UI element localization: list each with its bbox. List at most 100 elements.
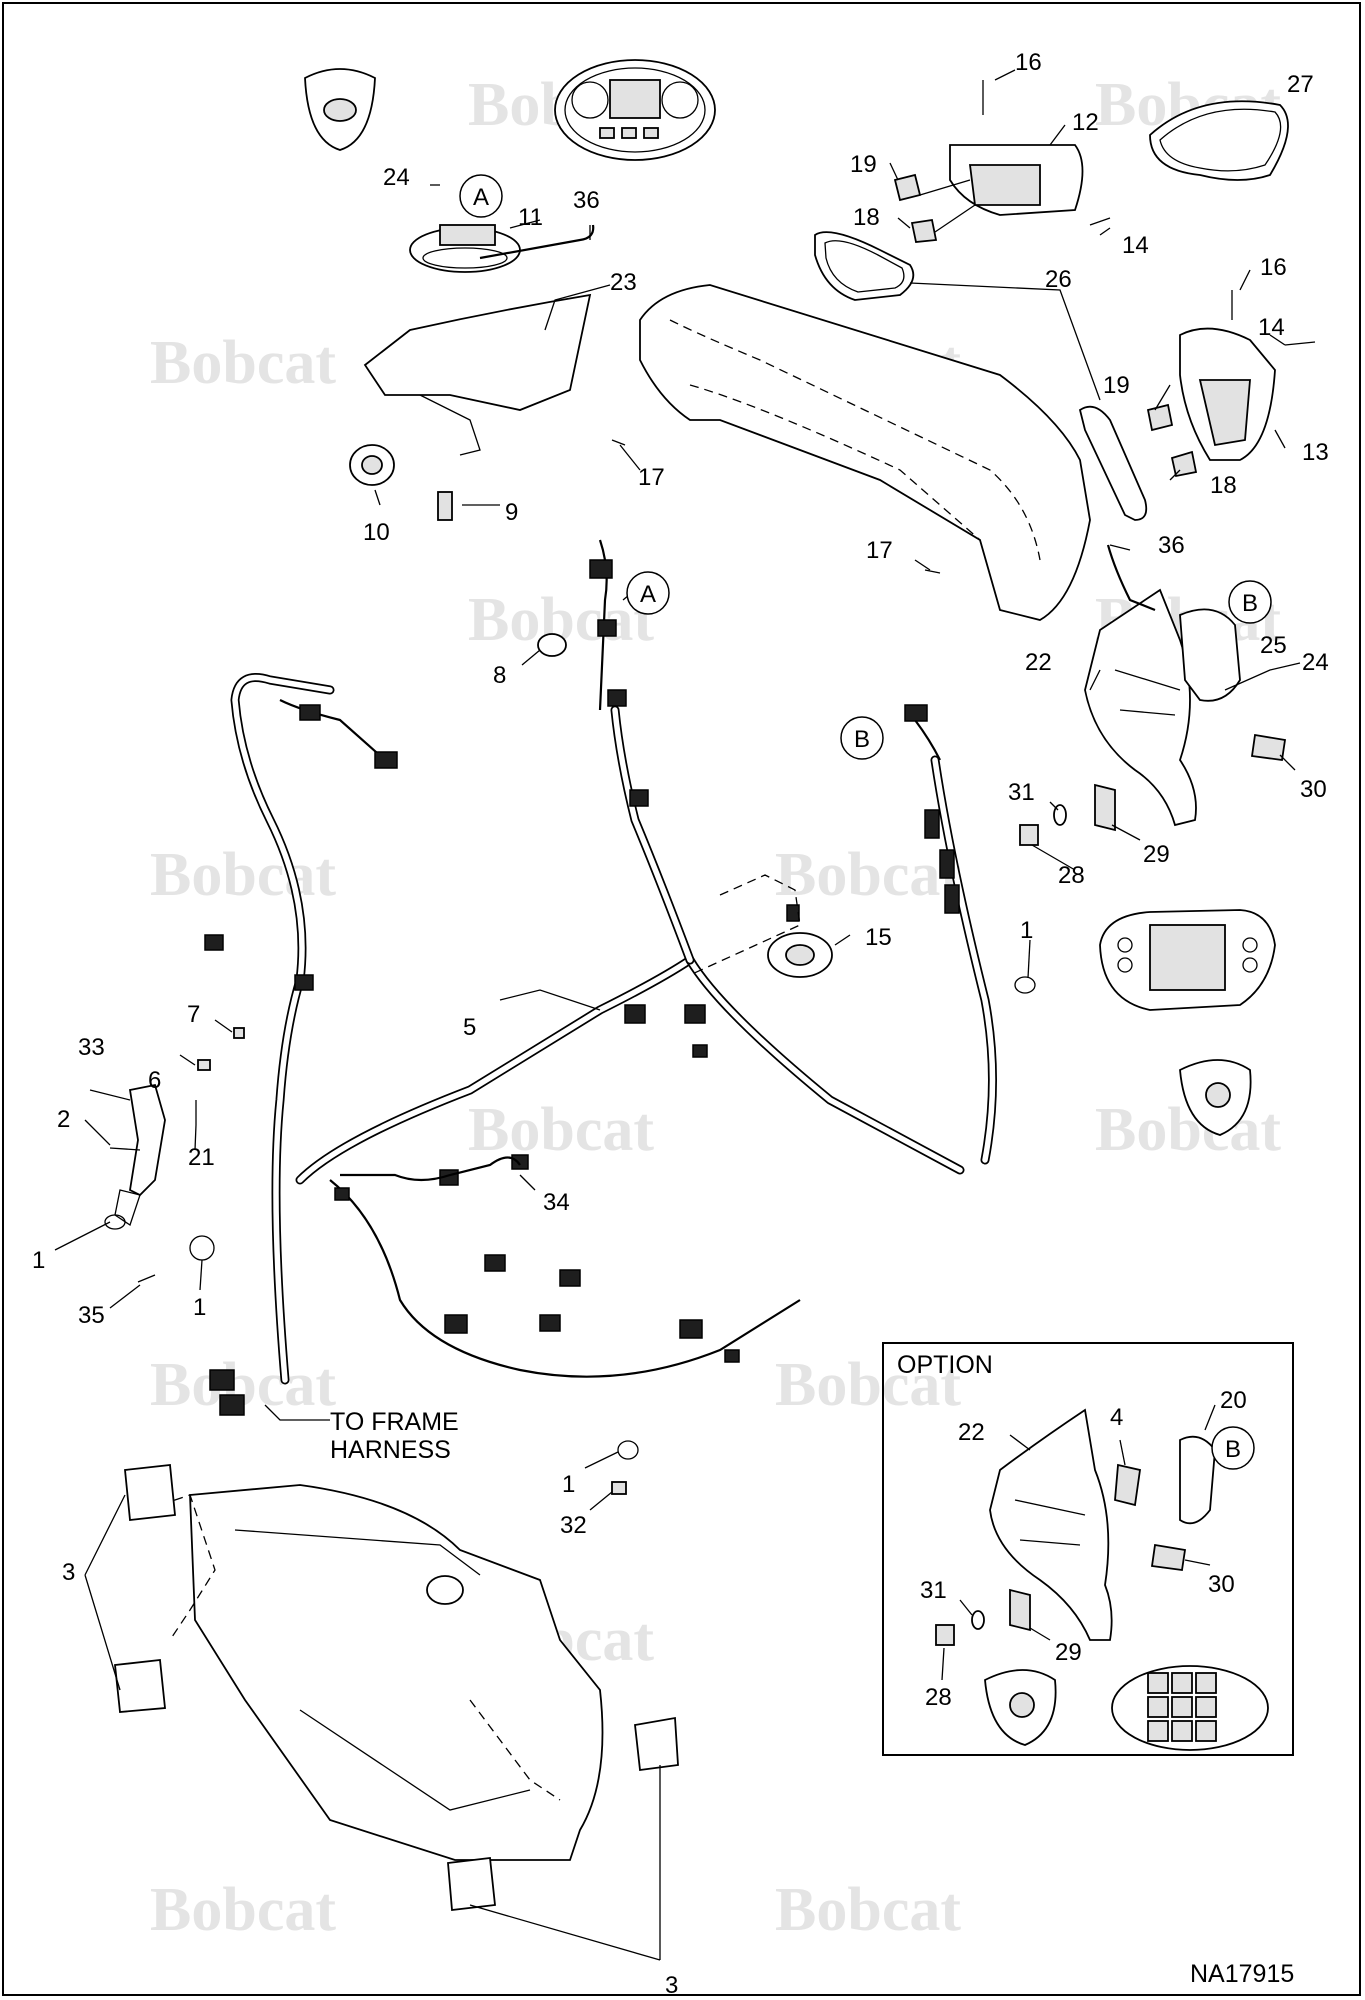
- reference-b-option: B: [1211, 1426, 1255, 1470]
- callout-27: 27: [1287, 71, 1314, 98]
- reference-b-harness: B: [840, 716, 884, 760]
- callout-1: 1: [562, 1471, 575, 1498]
- instrument-panel-part: [554, 59, 716, 161]
- part-35-fastener: [137, 1274, 156, 1283]
- screw-14-upper: [1089, 217, 1111, 226]
- part-34-wire: [340, 1156, 521, 1182]
- callout-29: 29: [1055, 1639, 1082, 1666]
- reference-a-lower: A: [626, 571, 670, 615]
- reference-letter: A: [640, 581, 656, 608]
- option-part-30-switch: [1150, 1543, 1187, 1572]
- reference-b-right: B: [1228, 580, 1272, 624]
- option-part-31-washer: [971, 1610, 985, 1630]
- callout-18: 18: [1210, 472, 1237, 499]
- callout-5: 5: [463, 1014, 476, 1041]
- callout-9: 9: [505, 499, 518, 526]
- leader-26: [909, 282, 1101, 401]
- part-19-plug-upper: [893, 173, 922, 202]
- callout-1: 1: [32, 1247, 45, 1274]
- callout-20: 20: [1220, 1387, 1247, 1414]
- frame-structure: [159, 1484, 604, 1861]
- part-19-plug-lower: [1146, 403, 1174, 432]
- callout-12: 12: [1072, 109, 1099, 136]
- reference-letter: B: [1225, 1436, 1241, 1463]
- leader-3-right: [469, 1765, 661, 1961]
- part-10-knob: [349, 444, 395, 486]
- callout-14: 14: [1122, 232, 1149, 259]
- part-6-nut: [197, 1059, 211, 1071]
- drawing-number: NA17915: [1190, 1960, 1294, 1988]
- reference-markers: A A B B B: [459, 174, 1272, 1470]
- key-switch-part-upper: [1179, 1059, 1252, 1136]
- part-26-gasket: [814, 231, 1148, 521]
- callout-24: 24: [1302, 649, 1329, 676]
- screw-17-left: [611, 439, 626, 446]
- callout-11: 11: [518, 204, 543, 231]
- callout-18: 18: [853, 204, 880, 231]
- callout-29: 29: [1143, 841, 1170, 868]
- callout-7: 7: [187, 1001, 200, 1028]
- screw-14-lower: [1284, 341, 1316, 346]
- callout-34: 34: [543, 1189, 570, 1216]
- callout-13: 13: [1302, 439, 1329, 466]
- option-part-4-cover: [1114, 1463, 1142, 1507]
- harness-left-branch: [279, 699, 386, 761]
- reference-letter: B: [854, 726, 870, 753]
- watermark-text: Bobcat: [150, 841, 336, 909]
- leader-19-18: [919, 179, 976, 233]
- harness-connectors: [204, 559, 960, 1416]
- part-5-main-harness: [230, 673, 997, 1385]
- callout-28: 28: [1058, 862, 1085, 889]
- option-part-20-cover: [1179, 1435, 1216, 1525]
- callout-21: 21: [188, 1144, 215, 1171]
- part-8-grommet: [537, 633, 567, 657]
- to-frame-harness-label: TO FRAME: [330, 1408, 459, 1436]
- callout-19: 19: [1103, 372, 1130, 399]
- callout-28: 28: [925, 1684, 952, 1711]
- callout-23: 23: [610, 269, 637, 296]
- option-part-22-bracket: [989, 1408, 1113, 1641]
- callout-2: 2: [57, 1106, 70, 1133]
- part-30-switch: [1250, 733, 1287, 762]
- callout-35: 35: [78, 1302, 105, 1329]
- callout-24: 24: [383, 164, 410, 191]
- reference-letter: A: [473, 184, 489, 211]
- part-32-fastener: [611, 1481, 627, 1495]
- part-18-plug-upper: [910, 218, 938, 243]
- callout-16: 16: [1260, 254, 1287, 281]
- to-frame-harness-label: HARNESS: [330, 1436, 451, 1464]
- part-31-washer: [1053, 804, 1067, 826]
- bezel-ring-part: [304, 68, 376, 151]
- option-part-29-clip: [1009, 1588, 1031, 1632]
- callout-labels: 24 11 36 23 9 10 16 27 12 19 18 14 26 16…: [32, 49, 1329, 1999]
- part-29-clip: [1094, 783, 1116, 832]
- callout-17: 17: [638, 464, 665, 491]
- horn-dash-outline: [689, 874, 801, 976]
- callout-30: 30: [1208, 1571, 1235, 1598]
- part-15-horn: [767, 904, 833, 978]
- watermark-text: Bobcat: [150, 1876, 336, 1944]
- callout-14: 14: [1258, 314, 1285, 341]
- option-part-28-cap: [935, 1624, 955, 1646]
- watermark-row-6: Bobcat Bobcat: [150, 1351, 961, 1419]
- dash-panel-part: [639, 284, 1091, 621]
- callout-31: 31: [920, 1577, 947, 1604]
- callout-26: 26: [1045, 266, 1072, 293]
- watermark-row-4: Bobcat Bobcat: [150, 841, 961, 909]
- callout-36: 36: [1158, 532, 1185, 559]
- callout-32: 32: [560, 1512, 587, 1539]
- watermark-text: Bobcat: [775, 841, 961, 909]
- callout-3: 3: [665, 1972, 678, 1999]
- part-22-bracket: [1084, 588, 1197, 827]
- part-7-nut: [233, 1027, 245, 1039]
- part-13-module: [1179, 327, 1276, 461]
- watermark-row-5: Bobcat Bobcat: [468, 1096, 1281, 1164]
- option-keypad-part: [1111, 1665, 1269, 1751]
- callout-6: 6: [148, 1067, 161, 1094]
- part-12-module: [949, 144, 1084, 216]
- part-36-wire-lower: [1106, 544, 1156, 612]
- part-11-housing: [409, 224, 521, 273]
- screw-17-right: [924, 569, 941, 574]
